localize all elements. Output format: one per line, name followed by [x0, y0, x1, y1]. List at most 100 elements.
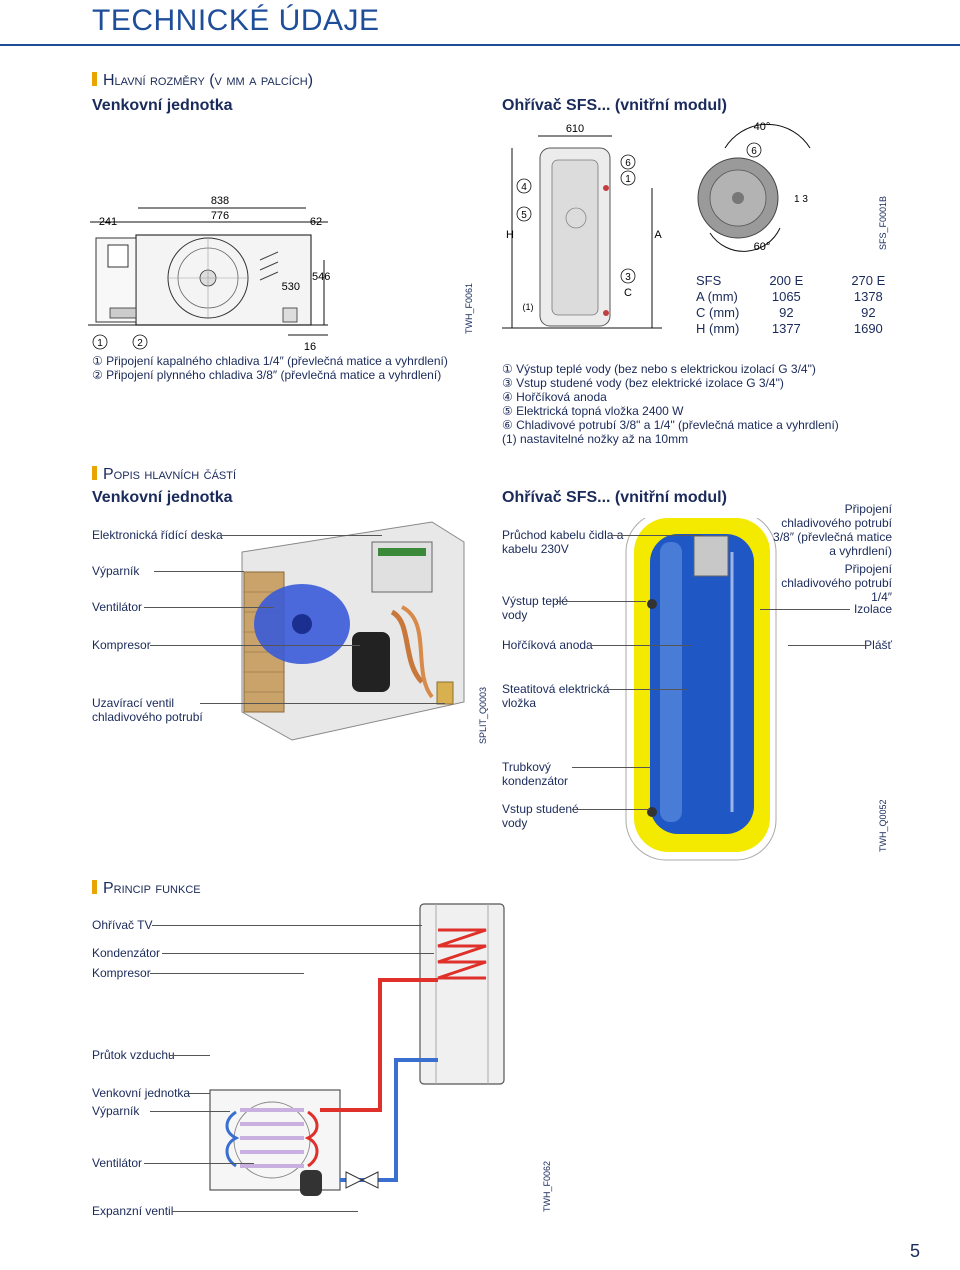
leader-line	[760, 609, 850, 610]
label-refrigerant-1-4: Připojení chladivového potrubí 1/4″	[781, 562, 892, 604]
section-marker	[92, 880, 97, 894]
outdoor-drawing-code: TWH_F0061	[464, 282, 474, 334]
label-control-board: Elektronická řídící deska	[92, 528, 223, 542]
page-number: 5	[909, 1241, 920, 1261]
table-cell: A (mm)	[696, 288, 738, 304]
table-header-row: SFS 200 E 270 E	[690, 272, 909, 288]
dim-62: 62	[310, 216, 322, 228]
dim-C: C	[624, 287, 632, 299]
leader-line	[612, 535, 702, 536]
outdoor-unit-dimension-drawing: 838 776 241 62 546 530 16 1 2	[88, 195, 330, 350]
label-expansion-valve: Expanzní ventil	[92, 1204, 174, 1218]
outdoor-note-1: ① Připojení kapalného chladiva 1/4″ (pře…	[92, 354, 448, 368]
table-cell: 1065	[771, 288, 801, 304]
table-cell: 92	[861, 304, 876, 320]
label-fan: Ventilátor	[92, 600, 143, 614]
table-row: A (mm) 1065 1378	[690, 288, 909, 304]
table-cell: C (mm)	[696, 304, 740, 320]
leader-line	[172, 1211, 358, 1212]
table-cell: 92	[779, 304, 794, 320]
label-fan-principle: Ventilátor	[92, 1156, 143, 1170]
section3-heading: Princip funkce	[92, 880, 201, 898]
indoor-tank-cutaway	[612, 512, 788, 861]
label-magnesium-anode: Hořčíková anoda	[502, 638, 593, 652]
leader-line	[150, 973, 304, 974]
indoor-tank-dimension-drawing: 610 H A 4 5 6 1 3 C (1)	[502, 123, 662, 329]
table-row: H (mm) 1377 1690	[690, 320, 909, 336]
indoor-drawing-code: SFS_F0001B	[878, 195, 888, 250]
dim-838: 838	[211, 195, 229, 207]
table-row: C (mm) 92 92	[690, 304, 909, 320]
section1-outdoor-subtitle: Venkovní jednotka	[92, 97, 233, 114]
dim-241: 241	[99, 216, 117, 228]
indoor-note-1: ① Výstup teplé vody (bez nebo s elektric…	[502, 362, 816, 376]
table-cell: 1690	[853, 320, 883, 336]
leader-line	[162, 953, 434, 954]
label-compressor: Kompresor	[92, 638, 151, 652]
operating-principle-diagram	[209, 903, 505, 1196]
dim-610: 610	[566, 123, 584, 135]
indoor-cutaway-code: TWH_Q0052	[878, 799, 888, 852]
leader-line	[572, 809, 650, 810]
label-airflow: Průtok vzduchu	[92, 1048, 175, 1062]
section-marker	[92, 72, 97, 86]
section1-indoor-subtitle: Ohřívač SFS... (vnitřní modul)	[502, 97, 727, 114]
table-cell: 1377	[771, 320, 801, 336]
callout-5: 5	[521, 210, 527, 221]
label-dhw-heater: Ohřívač TV	[92, 918, 153, 932]
callout-4: 4	[521, 182, 527, 193]
outdoor-unit-cutaway	[241, 521, 465, 741]
dim-H: H	[506, 229, 514, 241]
leader-line	[154, 571, 244, 572]
label-condenser: Kondenzátor	[92, 946, 161, 960]
table-header-cell: 200 E	[769, 272, 804, 288]
table-cell: H (mm)	[696, 320, 740, 336]
section1-heading: Hlavní rozměry (v mm a palcích)	[92, 72, 313, 90]
leader-line	[150, 1111, 230, 1112]
dim-A: A	[654, 229, 662, 241]
leader-line	[788, 645, 868, 646]
leader-line	[150, 645, 360, 646]
section-marker	[92, 466, 97, 480]
callout-1b: 1	[625, 174, 631, 185]
label-evaporator: Výparník	[92, 564, 140, 578]
callout-6: 6	[625, 158, 631, 169]
dim-530: 530	[282, 281, 300, 293]
callout-1-3: 1 3	[794, 194, 808, 205]
section2-heading: Popis hlavních částí	[92, 466, 236, 484]
indoor-tank-top-view: 40° 6 1 3 60°	[697, 121, 811, 253]
label-outdoor-unit: Venkovní jednotka	[92, 1086, 191, 1100]
angle-60: 60°	[754, 241, 771, 253]
section2-outdoor-subtitle: Venkovní jednotka	[92, 489, 233, 506]
outdoor-note-2: ② Připojení plynného chladiva 3/8″ (přev…	[92, 368, 442, 382]
indoor-note-6: ⑥ Chladivové potrubí 3/8" a 1/4" (převle…	[502, 418, 839, 432]
principle-diagram-code: TWH_F0062	[542, 1160, 552, 1212]
indoor-note-3: ③ Vstup studené vody (bez elektrické izo…	[502, 376, 784, 390]
section2-indoor-subtitle: Ohřívač SFS... (vnitřní modul)	[502, 489, 727, 506]
table-header-cell: 270 E	[851, 272, 886, 288]
indoor-note-5: ⑤ Elektrická topná vložka 2400 W	[502, 404, 684, 418]
dim-16: 16	[304, 341, 316, 350]
leader-line	[608, 689, 688, 690]
label-cable-passage: Průchod kabelu čidla a kabelu 230V	[502, 528, 624, 556]
label-shutoff-valve: Uzavírací ventil chladivového potrubí	[92, 696, 203, 724]
label-insulation: Izolace	[853, 602, 892, 616]
leader-line	[186, 1093, 210, 1094]
page-title: TECHNICKÉ ÚDAJE	[92, 4, 380, 37]
leader-line	[152, 925, 422, 926]
leader-line	[144, 607, 274, 608]
callout-6b: 6	[751, 146, 757, 157]
label-compressor-principle: Kompresor	[92, 966, 151, 980]
leader-line	[572, 767, 650, 768]
sfs-dimension-table: SFS 200 E 270 E A (mm) 1065 1378 C (mm) …	[690, 272, 909, 336]
outdoor-cutaway-code: SPLIT_Q0003	[478, 686, 488, 744]
label-hot-water-outlet: Výstup teplé vody	[502, 594, 569, 622]
callout-2: 2	[137, 338, 143, 349]
title-rule	[0, 44, 960, 46]
foot-note-ref: (1)	[523, 302, 534, 312]
angle-40: 40°	[754, 121, 771, 133]
indoor-note-4: ④ Hořčíková anoda	[502, 390, 607, 404]
label-tube-condenser: Trubkový kondenzátor	[502, 760, 569, 788]
label-casing: Plášť	[864, 638, 892, 652]
dim-546: 546	[312, 271, 330, 283]
